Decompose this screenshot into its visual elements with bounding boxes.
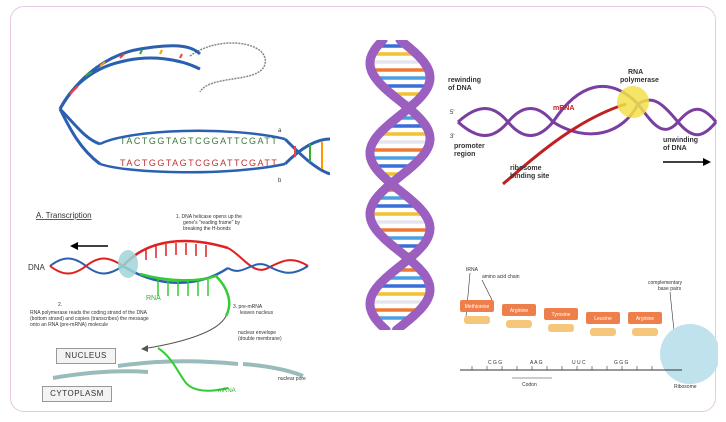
- transcription-panel: A. Transcription DNA RNA 1. DNA helicase…: [28, 208, 348, 408]
- amino-acid-label: Arginine: [636, 316, 655, 322]
- amino-acid-label: Tyrosine: [552, 312, 571, 318]
- strand-3-label: 3': [450, 134, 454, 140]
- trna-shape: [548, 324, 574, 332]
- codon-text: C G G: [488, 360, 502, 366]
- sequence-top: TACTGGTAGTCGGATTCGATT: [120, 136, 278, 146]
- amino-acid-label: Methionine: [465, 304, 490, 310]
- trna-label: tRNA: [466, 267, 479, 273]
- codon-text: A A G: [530, 360, 543, 366]
- double-helix-panel: [355, 40, 445, 330]
- amino-chain-label: amino acid chain: [482, 274, 520, 280]
- dna-label: DNA: [28, 263, 46, 272]
- trna-shape: [464, 316, 490, 324]
- codon-text: G G G: [614, 360, 629, 366]
- nuclear-envelope-text: nuclear envelope(double membrane): [238, 330, 282, 342]
- transcription-title: A. Transcription: [36, 211, 92, 220]
- nuclear-pore-text: nuclear pore: [278, 376, 306, 382]
- transcription-diagram: A. Transcription DNA RNA 1. DNA helicase…: [28, 208, 348, 408]
- step2-text: 2.RNA polymerase reads the coding strand…: [30, 302, 149, 328]
- rna-label: RNA: [146, 295, 161, 302]
- end-label-b: b: [278, 178, 282, 184]
- dna-replication-panel: TACTGGTAGTCGGATTCGATT TACTGGTAGTCGGATTCG…: [30, 14, 330, 204]
- mrna-cyto-label: mRNA: [218, 388, 236, 394]
- trna-shape: [632, 328, 658, 336]
- codon-text: U U C: [572, 360, 586, 366]
- mrna-label: mRNA: [553, 105, 574, 112]
- codon-label: Codon: [522, 382, 537, 388]
- trna-shape: [590, 328, 616, 336]
- trna-shape: [506, 320, 532, 328]
- amino-acid-label: Arginine: [510, 308, 529, 314]
- end-label-a: a: [278, 128, 282, 134]
- ribosome-label: Ribosome: [674, 384, 697, 390]
- double-helix: [355, 40, 445, 330]
- strand-5-label: 5': [450, 110, 454, 116]
- amino-acid-label: Leucine: [594, 316, 612, 322]
- cytoplasm-box: CYTOPLASM: [42, 386, 112, 402]
- sequence-bottom: TACTGGTAGTCGGATTCGATT: [120, 158, 278, 168]
- dna-replication-diagram: TACTGGTAGTCGGATTCGATT TACTGGTAGTCGGATTCG…: [30, 14, 330, 204]
- nucleus-box: NUCLEUS: [56, 348, 116, 364]
